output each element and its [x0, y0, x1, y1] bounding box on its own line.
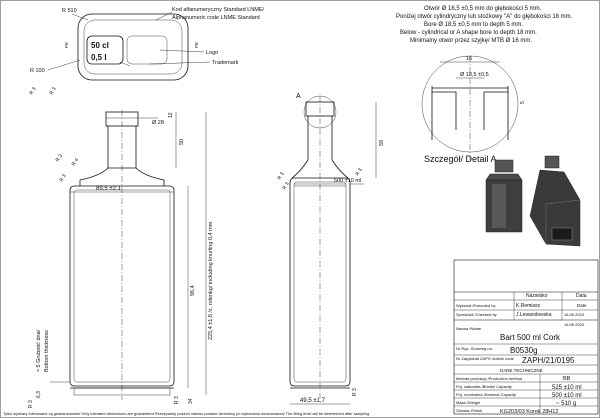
tb-article-code: ZAPH/21/0195 — [522, 356, 575, 365]
emboss-frame — [86, 35, 124, 65]
render-rear — [529, 155, 581, 247]
tb-brimful-label: Poj. całkowita /Brimful Capacity — [456, 384, 512, 389]
tb-col-name: Nazwisko — [526, 293, 548, 299]
front-body-inner — [73, 189, 171, 383]
tb-tech-data: DANE TECHNICZNE — [500, 368, 543, 373]
note-3: Bore Ø 18,5 ±0,5 mm to depth 5 mm. — [424, 22, 523, 28]
tb-row-checked-date: 16.06.2024 — [564, 322, 585, 327]
tb-brimful-value: 525 ±10 ml — [552, 385, 582, 391]
label-radius-top: R 510 — [62, 8, 77, 14]
note-code-en: Alphanumeric code LNME Standard — [172, 15, 260, 21]
side-shoulder — [291, 159, 349, 179]
tb-finish-value: KG203/03 Korek 28H12 — [500, 409, 558, 415]
tb-drawing-label: Nr Rys. /Drawing no. — [456, 346, 493, 351]
label-outline-outer — [77, 13, 189, 81]
tb-name-label: Nazwa /Name — [456, 326, 482, 331]
emboss-volume: 50 cl — [91, 41, 109, 50]
label-outline-inner — [83, 19, 183, 75]
side-dim-r3b: R 3 — [282, 181, 291, 191]
side-neck-finish — [305, 101, 335, 117]
label-marker-right: PE — [194, 42, 199, 48]
side-dim-59: 59 — [379, 140, 385, 146]
front-dim-r3c: R 3 — [59, 173, 68, 183]
tb-row-executed-name: K.Remiasz — [516, 303, 541, 309]
tb-row-executed-date: 16.06.2024 — [564, 312, 585, 317]
front-dim-width: 89,5 ±2,1 — [96, 186, 122, 192]
tb-row-executed-label: Wykonał /Executed by — [456, 303, 496, 308]
front-dim-r3b: R 3 — [49, 86, 58, 96]
side-dim-r3c: R 3 — [355, 167, 364, 177]
render-3d — [485, 155, 581, 247]
detail-dim-16: 16 — [466, 56, 472, 62]
front-dim-63: 6,3 — [36, 391, 42, 398]
front-body — [69, 185, 175, 387]
note-1: Otwór Ø 18,5 ±0,5 mm do głębokości 5 mm. — [424, 6, 542, 12]
side-marker-a: A — [296, 93, 301, 100]
side-dim-r3: R 3 — [277, 171, 286, 181]
front-dim-wall-pl: ≈ 5 Grubość dna/ — [36, 329, 42, 372]
note-5: Minimalny otwór przez szyjkę/ MTB Ø 16 m… — [410, 38, 532, 44]
note-2: Poniżej otwór cylindryczny lub stożkowy … — [396, 14, 573, 20]
tb-mass-label: Masa /Weight — [456, 400, 481, 405]
note-logo: Logo — [206, 50, 218, 56]
detail-a-circle — [303, 95, 337, 129]
label-marker-left: PE — [64, 42, 69, 48]
tb-method-label: Metoda produkcji /Production method — [456, 376, 522, 381]
front-neck — [107, 126, 137, 169]
tb-row-checked-label: Sprawdził /Checked by — [456, 312, 497, 317]
front-shoulder — [79, 167, 165, 186]
side-dim-depth: 49,5 ±1,7 — [300, 398, 326, 404]
side-dim-r3d: R 3 — [352, 388, 358, 396]
tb-col-date: Data — [576, 293, 587, 299]
render-front — [485, 159, 523, 233]
front-neck-finish — [105, 111, 139, 127]
detail-dim-bore: Ø 18,5 ±0,5 — [460, 72, 489, 78]
note-code-pl: Kod alfanumeryczny Standard LNME/ — [172, 7, 264, 13]
side-dim-level: 500 ±10 ml — [334, 178, 361, 184]
front-dim-height-total: 225,4 ±1,6 /z. rolenkg/ including knurli… — [208, 221, 214, 340]
side-neck — [307, 116, 333, 160]
tb-col-date-en: Date — [577, 303, 587, 308]
front-dim-shoulder: 50 — [179, 139, 185, 145]
detail-title: Szczegół/ Detail A — [424, 154, 497, 164]
side-view: A 59 500 ±10 ml 49,5 ±1,7 R 3 R 3 R 3 R … — [277, 93, 385, 405]
front-dim-neck-dia: Ø 28 — [152, 120, 164, 126]
emboss-weight: 0,5 l — [91, 53, 107, 62]
tb-finish-label: Główka /Finish — [456, 408, 482, 413]
front-dim-r4: R 4 — [71, 157, 81, 167]
notes-block: Otwór Ø 18,5 ±0,5 mm do głębokości 5 mm.… — [396, 6, 573, 44]
front-dim-neck-h: 12 — [168, 112, 174, 118]
front-dim-r3e: R 3 — [174, 396, 180, 404]
note-4: Below - cylindrical or A shape bore to d… — [400, 30, 537, 36]
tb-row-checked-name: J.Lewandowska — [516, 312, 552, 318]
note-trademark: Trademark — [212, 60, 239, 66]
front-dim-height-inner: 96,4 — [190, 285, 196, 296]
logo-area — [126, 35, 168, 65]
label-radius-left: R 100 — [30, 68, 45, 74]
label-radius-corner: R 3 — [29, 86, 38, 96]
footer-note: Tylko wymiary tolerowane są gwarantowane… — [3, 411, 369, 416]
front-dim-right-h: 34 — [188, 398, 194, 404]
front-view: Ø 28 12 50 R 3 R 4 R 3 R 3 89,5 ±2,1 96,… — [28, 86, 214, 408]
tb-method-value: BB — [563, 376, 571, 382]
tb-drawing-no: B0530g — [510, 346, 538, 355]
tb-nominal-value: 500 ±10 ml — [552, 393, 582, 399]
tb-product-name: Bart 500 ml Cork — [500, 333, 561, 342]
tb-mass-value: ~ 510 g — [556, 401, 576, 407]
tb-nominal-label: Poj. nominalna /Nominal Capacity — [456, 392, 516, 397]
side-body — [289, 177, 351, 387]
front-dim-r3: R 3 — [55, 153, 65, 163]
label-view: 50 cl 0,5 l R 510 R 100 R 3 PE PE Kod al… — [29, 7, 265, 96]
front-dim-r3d: R 3 — [28, 400, 34, 408]
tb-article-label: Nr Zapytania ZAPH /Article code — [456, 356, 515, 361]
detail-view: Ø 18,5 ±0,5 16 5 Szczegół/ Detail A — [421, 55, 526, 164]
title-block: Nazwisko Data Date Wykonał /Executed by … — [453, 259, 599, 415]
detail-dim-5: 5 — [520, 101, 526, 104]
front-dim-wall-en: Bottom thickness — [44, 330, 50, 372]
